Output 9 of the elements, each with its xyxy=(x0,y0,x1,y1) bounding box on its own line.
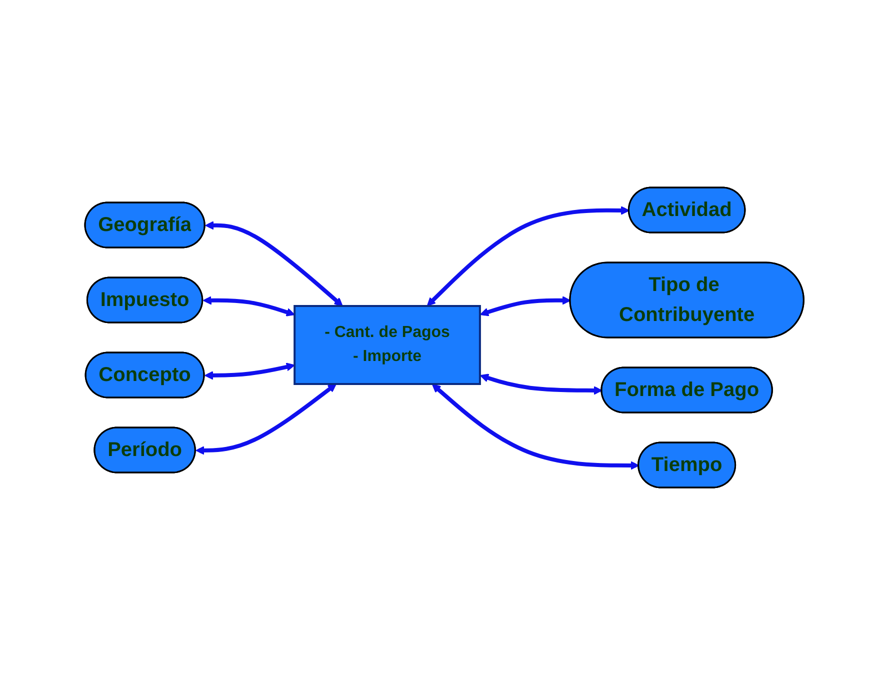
arrow xyxy=(426,206,630,306)
arrow xyxy=(480,374,602,395)
arrow xyxy=(204,221,343,306)
arrow xyxy=(202,296,295,316)
arrow xyxy=(432,384,639,470)
arrow xyxy=(204,362,295,380)
arrow xyxy=(480,296,571,316)
arrow xyxy=(195,384,336,455)
node-box: - Cant. de Pagos - Importe xyxy=(293,305,481,385)
